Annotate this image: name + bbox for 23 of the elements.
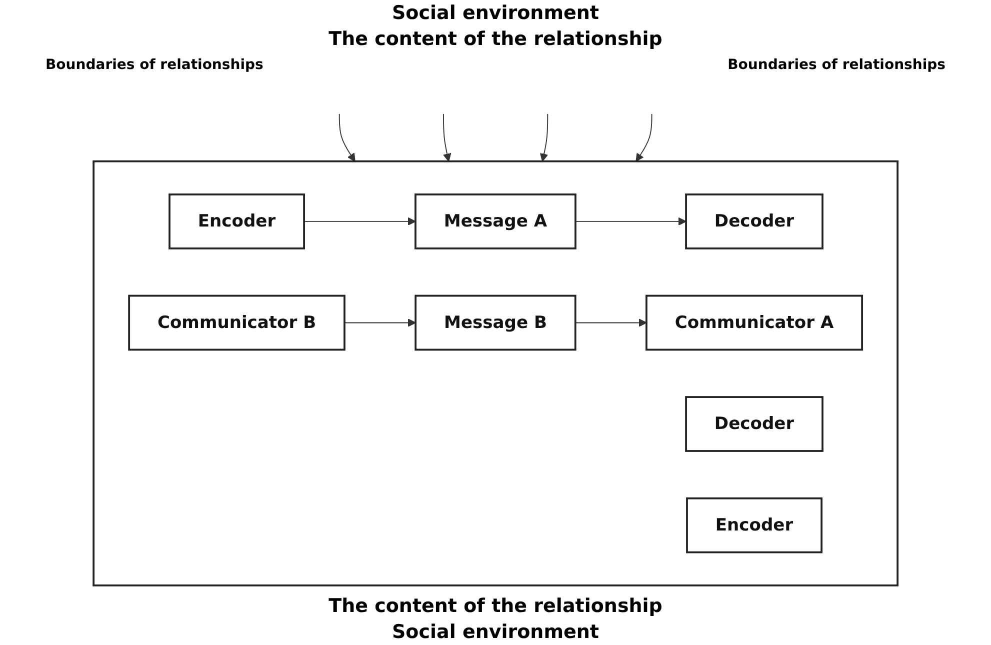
arrow (344, 318, 416, 327)
cluster (92, 160, 898, 586)
node-box: Encoder (686, 497, 822, 554)
arrow (442, 114, 452, 162)
node-box: Communicator A (645, 294, 863, 351)
label-text: The content of the relationship (328, 594, 662, 619)
arrow (574, 318, 647, 327)
label-text: The content of the relationship (328, 27, 662, 52)
label-text: Social environment (392, 620, 599, 645)
label-text: Boundaries of relationships (46, 56, 264, 75)
arrow (540, 114, 548, 162)
node-box: Message B (414, 294, 576, 351)
arrow (338, 114, 356, 162)
node-box: Encoder (168, 194, 305, 250)
node-box: Decoder (685, 194, 824, 250)
label-text: Social environment (392, 1, 599, 26)
arrow (636, 114, 652, 162)
node-box: Decoder (685, 396, 824, 452)
label-text: Boundaries of relationships (728, 56, 946, 75)
arrow (304, 217, 416, 226)
node-box: Communicator B (128, 294, 346, 351)
arrow (574, 217, 686, 226)
node-box: Message A (414, 194, 576, 250)
